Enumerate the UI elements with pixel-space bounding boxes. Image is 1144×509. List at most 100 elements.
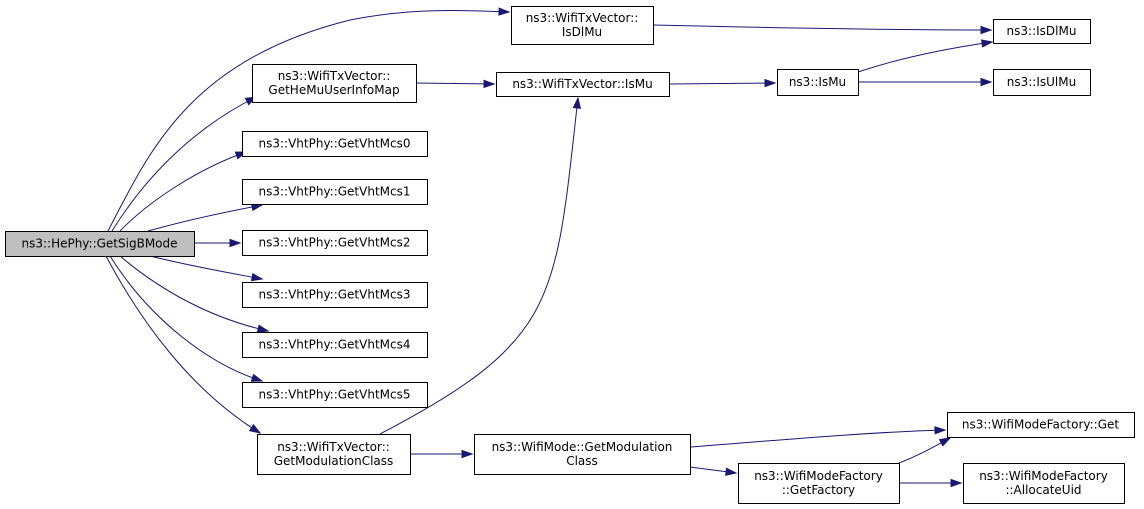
edge-line	[415, 82, 495, 85]
arrow-head-icon	[934, 426, 947, 435]
node-factory-get[interactable]: ns3::WifiModeFactory::Get	[947, 412, 1135, 438]
edge-line	[119, 151, 247, 232]
arrow-head-icon	[256, 324, 270, 333]
arrow-head-icon	[725, 467, 738, 476]
edge-root-to-vht3	[149, 255, 264, 282]
arrow-head-icon	[980, 77, 993, 87]
edge-getmodclass_vec-to-getmodclass_mode	[410, 449, 474, 459]
edge-root-to-vht4	[119, 255, 270, 333]
node-isulmu[interactable]: ns3::IsUlMu	[993, 69, 1091, 96]
node-box[interactable]	[242, 179, 428, 205]
edges-layer	[105, 7, 994, 488]
node-label: ns3::VhtPhy::GetVhtMcs2	[259, 236, 411, 250]
node-box[interactable]	[257, 434, 411, 475]
node-label: ns3::VhtPhy::GetVhtMcs3	[259, 288, 411, 302]
arrow-head-icon	[250, 272, 264, 282]
edge-getmodclass_mode-to-factory_getfactory	[689, 466, 738, 476]
edge-root-to-vht2	[194, 238, 242, 248]
node-factory-getfactory[interactable]: ns3::WifiModeFactory::GetFactory	[738, 463, 900, 504]
edge-getheinfo-to-ismu_vec	[415, 79, 496, 89]
node-box[interactable]	[242, 382, 428, 408]
edge-line	[119, 255, 269, 332]
arrow-head-icon	[980, 25, 993, 35]
edge-ismu-to-isulmu	[858, 77, 993, 87]
node-box[interactable]	[738, 463, 900, 504]
arrow-head-icon	[572, 96, 581, 109]
node-box[interactable]	[252, 64, 417, 103]
node-getmodclass-mode[interactable]: ns3::WifiMode::GetModulationClass	[474, 434, 691, 475]
node-box[interactable]	[993, 19, 1091, 44]
node-box[interactable]	[947, 412, 1135, 438]
node-label: ns3::WifiModeFactory::Get	[962, 418, 1119, 432]
node-label: ns3::VhtPhy::GetVhtMcs1	[259, 185, 411, 199]
node-label: ns3::WifiTxVector::IsMu	[512, 77, 652, 91]
edge-line	[857, 41, 993, 73]
node-box[interactable]	[496, 72, 670, 97]
node-vht2[interactable]: ns3::VhtPhy::GetVhtMcs2	[242, 230, 428, 256]
arrow-head-icon	[248, 423, 262, 434]
node-factory-alloc[interactable]: ns3::WifiModeFactory::AllocateUid	[963, 463, 1125, 504]
node-label: ns3::VhtPhy::GetVhtMcs0	[259, 137, 411, 151]
arrow-head-icon	[938, 437, 952, 447]
node-label: ns3::WifiTxVector::	[277, 440, 390, 454]
node-isdlmu-vec[interactable]: ns3::WifiTxVector::IsDlMu	[511, 6, 654, 45]
node-label: ns3::IsDlMu	[1007, 24, 1077, 38]
node-label: GetHeMuUserInfoMap	[268, 83, 399, 97]
node-box[interactable]	[242, 131, 428, 157]
edge-factory_getfactory-to-factory_get	[898, 437, 952, 464]
node-label: GetModulationClass	[274, 454, 394, 468]
arrow-head-icon	[250, 373, 264, 382]
node-label: ns3::IsMu	[789, 75, 846, 89]
node-box[interactable]	[474, 434, 691, 475]
arrow-head-icon	[981, 39, 994, 48]
node-vht5[interactable]: ns3::VhtPhy::GetVhtMcs5	[242, 382, 428, 408]
node-box[interactable]	[993, 69, 1091, 96]
edge-line	[689, 429, 946, 448]
node-vht4[interactable]: ns3::VhtPhy::GetVhtMcs4	[242, 332, 428, 358]
node-root[interactable]: ns3::HePhy::GetSigBMode	[5, 231, 195, 257]
arrow-head-icon	[498, 7, 511, 16]
node-label: ns3::WifiModeFactory	[979, 469, 1108, 483]
edge-line	[109, 255, 263, 382]
edge-root-to-isdlmu_vec	[107, 7, 511, 232]
edge-root-to-vht0	[119, 151, 248, 232]
node-ismu[interactable]: ns3::IsMu	[777, 69, 859, 96]
node-box[interactable]	[242, 230, 428, 256]
edge-factory_getfactory-to-factory_alloc	[899, 478, 963, 488]
node-box[interactable]	[242, 332, 428, 358]
node-label: ::AllocateUid	[1005, 483, 1081, 497]
edge-line	[147, 204, 263, 232]
edge-line	[652, 24, 992, 31]
node-box[interactable]	[777, 69, 859, 96]
edge-line	[111, 96, 257, 232]
node-label: ::GetFactory	[782, 483, 855, 497]
edge-root-to-vht1	[147, 202, 264, 232]
edge-line	[107, 9, 510, 232]
node-box[interactable]	[511, 6, 654, 45]
node-label: ns3::WifiTxVector::	[526, 11, 639, 25]
node-getmodclass-vec[interactable]: ns3::WifiTxVector::GetModulationClass	[257, 434, 411, 475]
node-box[interactable]	[963, 463, 1125, 504]
node-vht3[interactable]: ns3::VhtPhy::GetVhtMcs3	[242, 282, 428, 308]
node-vht0[interactable]: ns3::VhtPhy::GetVhtMcs0	[242, 131, 428, 157]
arrow-head-icon	[229, 238, 242, 248]
node-isdlmu[interactable]: ns3::IsDlMu	[993, 19, 1091, 44]
edge-line	[379, 97, 579, 435]
edge-getmodclass_vec-to-ismu_vec	[379, 96, 581, 435]
node-box[interactable]	[5, 231, 195, 257]
node-label: ns3::VhtPhy::GetVhtMcs4	[259, 338, 411, 352]
node-vht1[interactable]: ns3::VhtPhy::GetVhtMcs1	[242, 179, 428, 205]
node-getheinfo[interactable]: ns3::WifiTxVector::GetHeMuUserInfoMap	[252, 64, 417, 103]
arrow-head-icon	[461, 449, 474, 459]
edge-line	[105, 255, 261, 434]
node-label: ns3::VhtPhy::GetVhtMcs5	[259, 388, 411, 402]
edge-line	[668, 82, 776, 85]
edge-line	[149, 255, 263, 280]
node-label: ns3::IsUlMu	[1007, 75, 1076, 89]
node-box[interactable]	[242, 282, 428, 308]
edge-ismu_vec-to-ismu	[668, 78, 777, 88]
node-label: ns3::WifiModeFactory	[754, 469, 883, 483]
edge-root-to-getmodclass_vec	[105, 255, 262, 434]
node-ismu-vec[interactable]: ns3::WifiTxVector::IsMu	[496, 72, 670, 97]
edge-getmodclass_mode-to-factory_get	[689, 426, 947, 448]
